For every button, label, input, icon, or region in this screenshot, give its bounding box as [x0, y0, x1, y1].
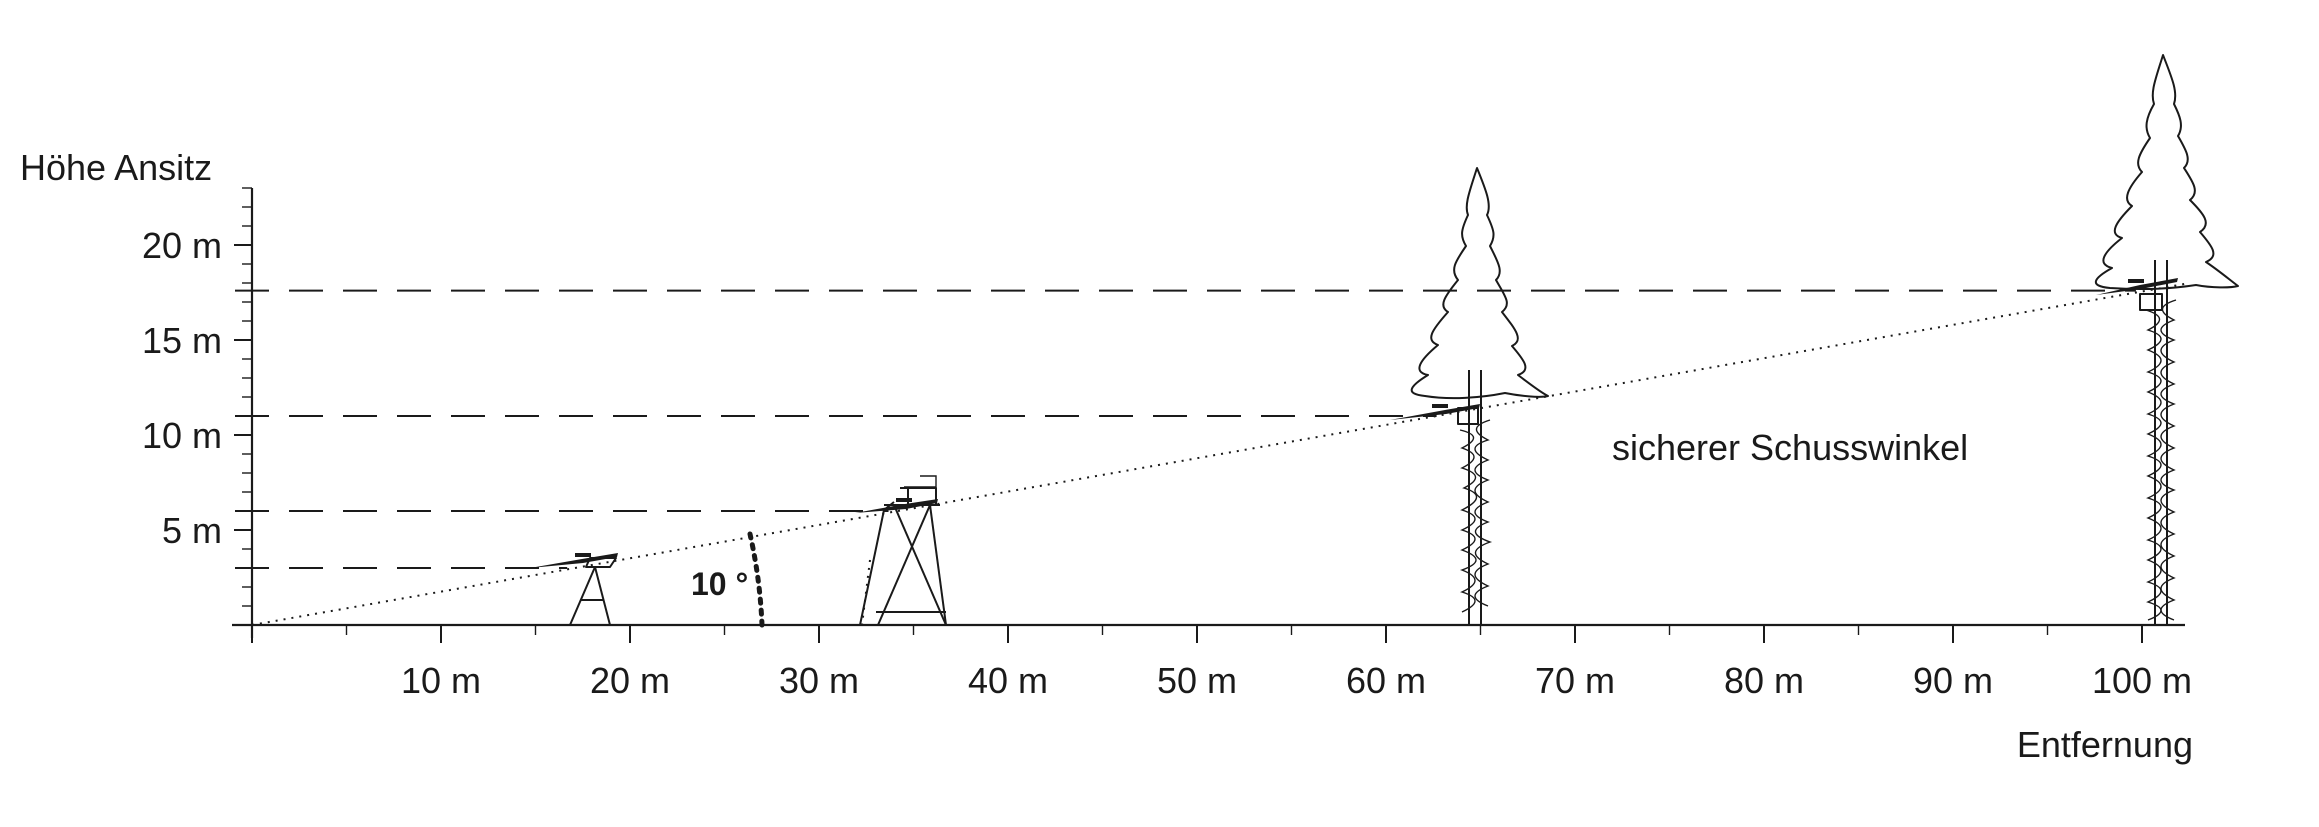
y-tick-label: 5 m: [162, 510, 222, 551]
x-tick-label: 30 m: [779, 660, 859, 701]
x-tick-label: 100 m: [2092, 660, 2192, 701]
rifle-icon: [530, 553, 618, 568]
height-lines: [235, 289, 2136, 569]
rifle-icon: [2096, 278, 2178, 295]
x-tick-label: 10 m: [401, 660, 481, 701]
x-tick-label: 60 m: [1346, 660, 1426, 701]
tripod-stand: [530, 553, 618, 626]
y-tick-label: 10 m: [142, 415, 222, 456]
safe-angle-label: sicherer Schusswinkel: [1612, 427, 1968, 468]
x-tick-label: 40 m: [968, 660, 1048, 701]
angle-arc: [747, 531, 765, 628]
y-axis-label: Höhe Ansitz: [20, 147, 212, 188]
x-axis-ticks: 10 m 20 m 30 m 40 m 50 m 60 m 70 m 80 m 90 m 100 …: [251, 625, 2192, 701]
x-tick-label: 70 m: [1535, 660, 1615, 701]
tree-stand-1: [1390, 167, 1549, 625]
y-tick-label: 15 m: [142, 320, 222, 361]
x-tick-label: 20 m: [590, 660, 670, 701]
raised-hide: [855, 475, 947, 626]
tree-icon: [2095, 54, 2239, 290]
angle-label: 10 °: [691, 566, 748, 602]
x-axis-label: Entfernung: [2017, 724, 2193, 765]
spiral-ladder: [1459, 419, 1493, 613]
rifle-icon: [1390, 404, 1480, 420]
rifle-icon: [855, 498, 938, 513]
x-tick-label: 80 m: [1724, 660, 1804, 701]
x-tick-label: 50 m: [1157, 660, 1237, 701]
spiral-ladder: [2145, 299, 2177, 621]
tree-stand-2: [2095, 54, 2239, 625]
y-axis-ticks: 5 m 10 m 15 m 20 m: [142, 187, 252, 607]
y-tick-label: 20 m: [142, 225, 222, 266]
tree-icon: [1410, 167, 1549, 400]
x-tick-label: 90 m: [1913, 660, 1993, 701]
